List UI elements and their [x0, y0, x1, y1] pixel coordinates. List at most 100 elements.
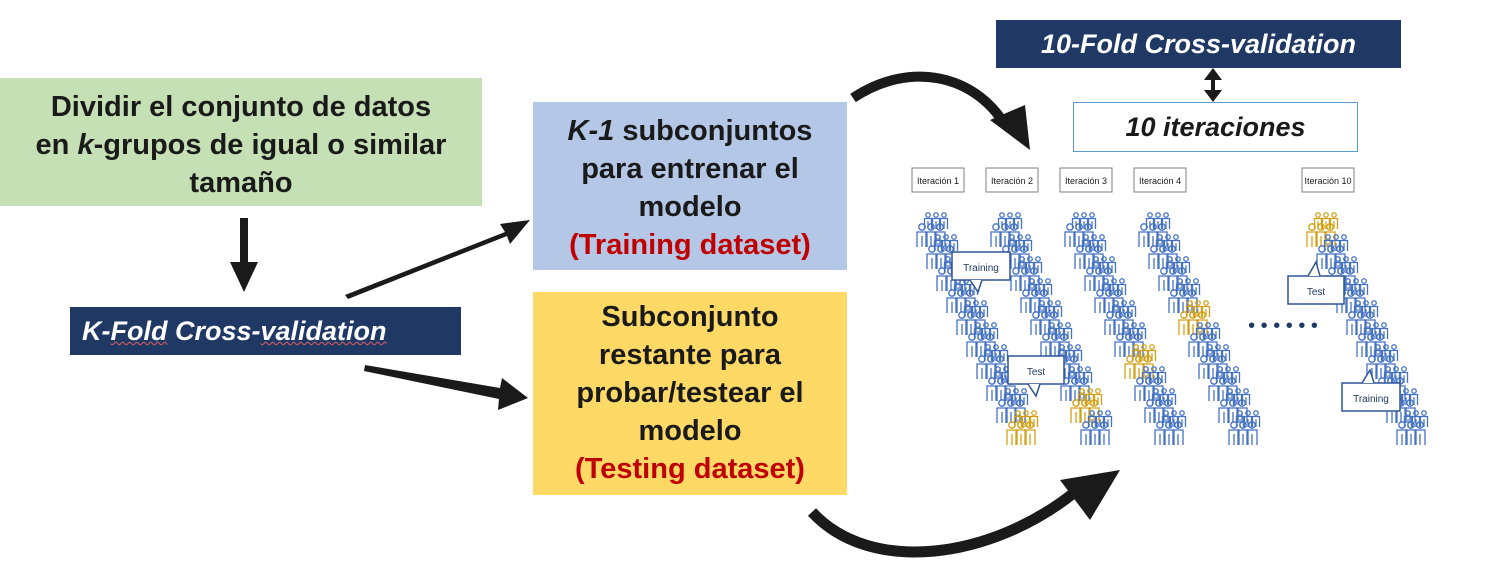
iteration-label-box — [1059, 167, 1113, 193]
person-icon — [1187, 311, 1199, 335]
person-icon — [1208, 377, 1220, 401]
person-icon — [1359, 278, 1369, 295]
person-icon — [1013, 212, 1023, 229]
person-icon — [1114, 333, 1126, 357]
iteration-label-box — [911, 167, 965, 193]
iteration-label-box — [1301, 167, 1355, 193]
person-icon — [955, 289, 967, 313]
person-icon — [1389, 344, 1399, 361]
iteration-label-box — [985, 167, 1039, 193]
person-icon — [1228, 421, 1240, 445]
person-icon — [1123, 333, 1135, 357]
train-line-1-post: subconjuntos — [614, 115, 813, 147]
person-icon — [1198, 355, 1210, 379]
person-icon — [1079, 399, 1091, 423]
person-icon — [916, 223, 928, 247]
train-line-4: (Training dataset) — [569, 229, 811, 261]
person-icon — [1346, 311, 1358, 335]
person-icon — [1104, 311, 1116, 335]
person-icon — [1153, 399, 1165, 423]
person-icon — [990, 223, 1002, 247]
testing-subset-box: Subconjunto restante para probar/testear… — [533, 292, 847, 495]
person-icon — [1049, 333, 1061, 357]
person-icon — [1177, 289, 1189, 313]
train-line-2: para entrenar el — [581, 153, 799, 185]
curved-arrow-bottom-icon — [807, 470, 1120, 558]
person-icon — [1073, 344, 1083, 361]
person-icon — [1148, 245, 1160, 269]
training-callout-1: Training — [951, 251, 1011, 294]
person-icon — [936, 267, 948, 291]
person-icon — [1138, 223, 1150, 247]
person-icon — [1251, 410, 1261, 427]
person-icon — [1063, 322, 1073, 339]
person-icon — [979, 300, 989, 317]
person-icon — [1070, 399, 1082, 423]
ellipsis-dots: • • • • • • — [1248, 315, 1318, 337]
person-icon — [1163, 421, 1175, 445]
person-icon — [1158, 267, 1170, 291]
person-icon — [1355, 311, 1367, 335]
person-icon — [1399, 366, 1409, 383]
person-icon — [1069, 377, 1081, 401]
test-line-5: (Testing dataset) — [575, 453, 805, 485]
person-icon — [965, 311, 977, 335]
person-icon — [1019, 267, 1031, 291]
iteration-label-text: Iteración 10 — [1304, 176, 1351, 186]
training-label-10: Training — [1353, 394, 1389, 405]
person-icon — [999, 344, 1009, 361]
person-icon — [1084, 267, 1096, 291]
person-icon — [1171, 234, 1181, 251]
person-icon — [1117, 278, 1127, 295]
person-icon — [1154, 421, 1166, 445]
person-icon — [1015, 421, 1027, 445]
divide-k: k — [77, 129, 94, 161]
train-line-1: K-1 subconjuntos — [533, 112, 847, 150]
person-icon — [949, 234, 959, 251]
person-icon — [1237, 421, 1249, 445]
iteration-label-text: Iteración 2 — [991, 176, 1033, 186]
person-icon — [1217, 377, 1229, 401]
person-icon — [1168, 289, 1180, 313]
person-icon — [1043, 278, 1053, 295]
person-icon — [1375, 355, 1387, 379]
test-line-2: restante para — [598, 339, 782, 371]
test-line-4: modelo — [638, 415, 742, 447]
person-icon — [1098, 421, 1110, 445]
kfold-part2: Fold — [110, 316, 168, 346]
person-icon — [1369, 300, 1379, 317]
person-icon — [1074, 245, 1086, 269]
person-icon — [1024, 421, 1036, 445]
person-icon — [1147, 344, 1157, 361]
person-icon — [1093, 388, 1103, 405]
person-icon — [1127, 300, 1137, 317]
person-icon — [1089, 421, 1101, 445]
iteration-label-5: Iteración 10 — [1301, 167, 1355, 193]
person-icon — [1143, 377, 1155, 401]
iteration-label-text: Iteración 1 — [917, 176, 959, 186]
person-icon — [1083, 366, 1093, 383]
person-icon — [1172, 421, 1184, 445]
person-icon — [1207, 355, 1219, 379]
person-icon — [1080, 421, 1092, 445]
person-icon — [956, 311, 968, 335]
test-callout-1: Test — [1007, 355, 1065, 398]
person-icon — [995, 377, 1007, 401]
person-icon — [1365, 333, 1377, 357]
people-crowds — [916, 212, 1429, 445]
person-icon — [999, 223, 1011, 247]
person-icon — [1103, 410, 1113, 427]
test-line-1: Subconjunto — [601, 301, 779, 333]
iteration-label-text: Iteración 4 — [1139, 176, 1181, 186]
divide-line-2: en k-grupos de igual o similar — [0, 126, 482, 164]
test-label-10: Test — [1307, 287, 1326, 298]
person-icon — [1306, 223, 1318, 247]
person-icon — [1107, 256, 1117, 273]
person-icon — [1379, 322, 1389, 339]
person-icon — [1029, 289, 1041, 313]
person-icon — [1157, 366, 1167, 383]
person-icon — [1231, 366, 1241, 383]
person-icon — [1006, 421, 1018, 445]
person-icon — [1405, 421, 1417, 445]
person-icon — [975, 333, 987, 357]
